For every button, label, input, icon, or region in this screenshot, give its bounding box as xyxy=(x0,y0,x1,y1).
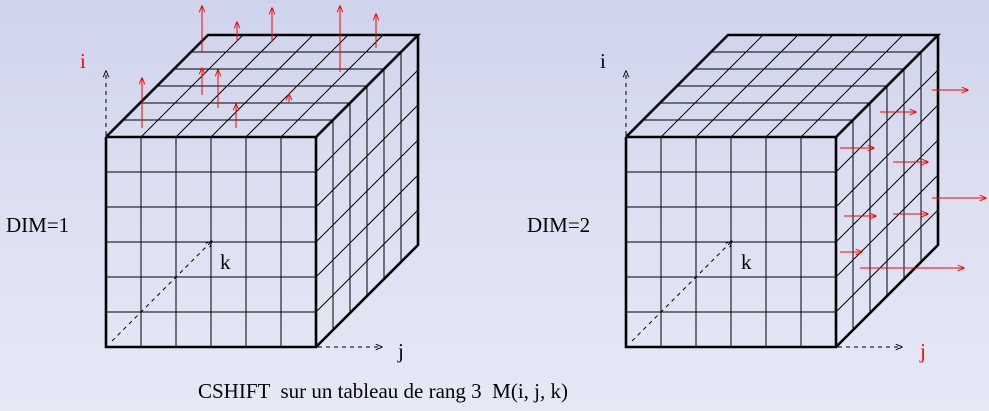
axis-k-line xyxy=(631,241,732,342)
axis-k-line xyxy=(111,241,212,342)
axis-k-label-1: k xyxy=(220,250,231,274)
top-face-outline xyxy=(625,33,942,138)
axis-k-label-2: k xyxy=(741,250,752,274)
axis-j-label-1: j xyxy=(397,339,404,363)
axis-j-label-2: j xyxy=(919,339,926,363)
axis-i-label-2: i xyxy=(600,49,606,73)
side-face-outline xyxy=(315,35,420,348)
top-face-outline xyxy=(105,33,422,138)
caption: CSHIFT sur un tableau de rang 3 M(i, j, … xyxy=(198,379,568,403)
dim-label-2: DIM=2 xyxy=(527,213,590,237)
axis-i-label-1: i xyxy=(80,49,86,73)
dim-label-1: DIM=1 xyxy=(6,213,69,237)
side-face-outline xyxy=(835,35,940,348)
cube-dim1 xyxy=(105,6,422,348)
cube-dim2 xyxy=(625,33,986,348)
